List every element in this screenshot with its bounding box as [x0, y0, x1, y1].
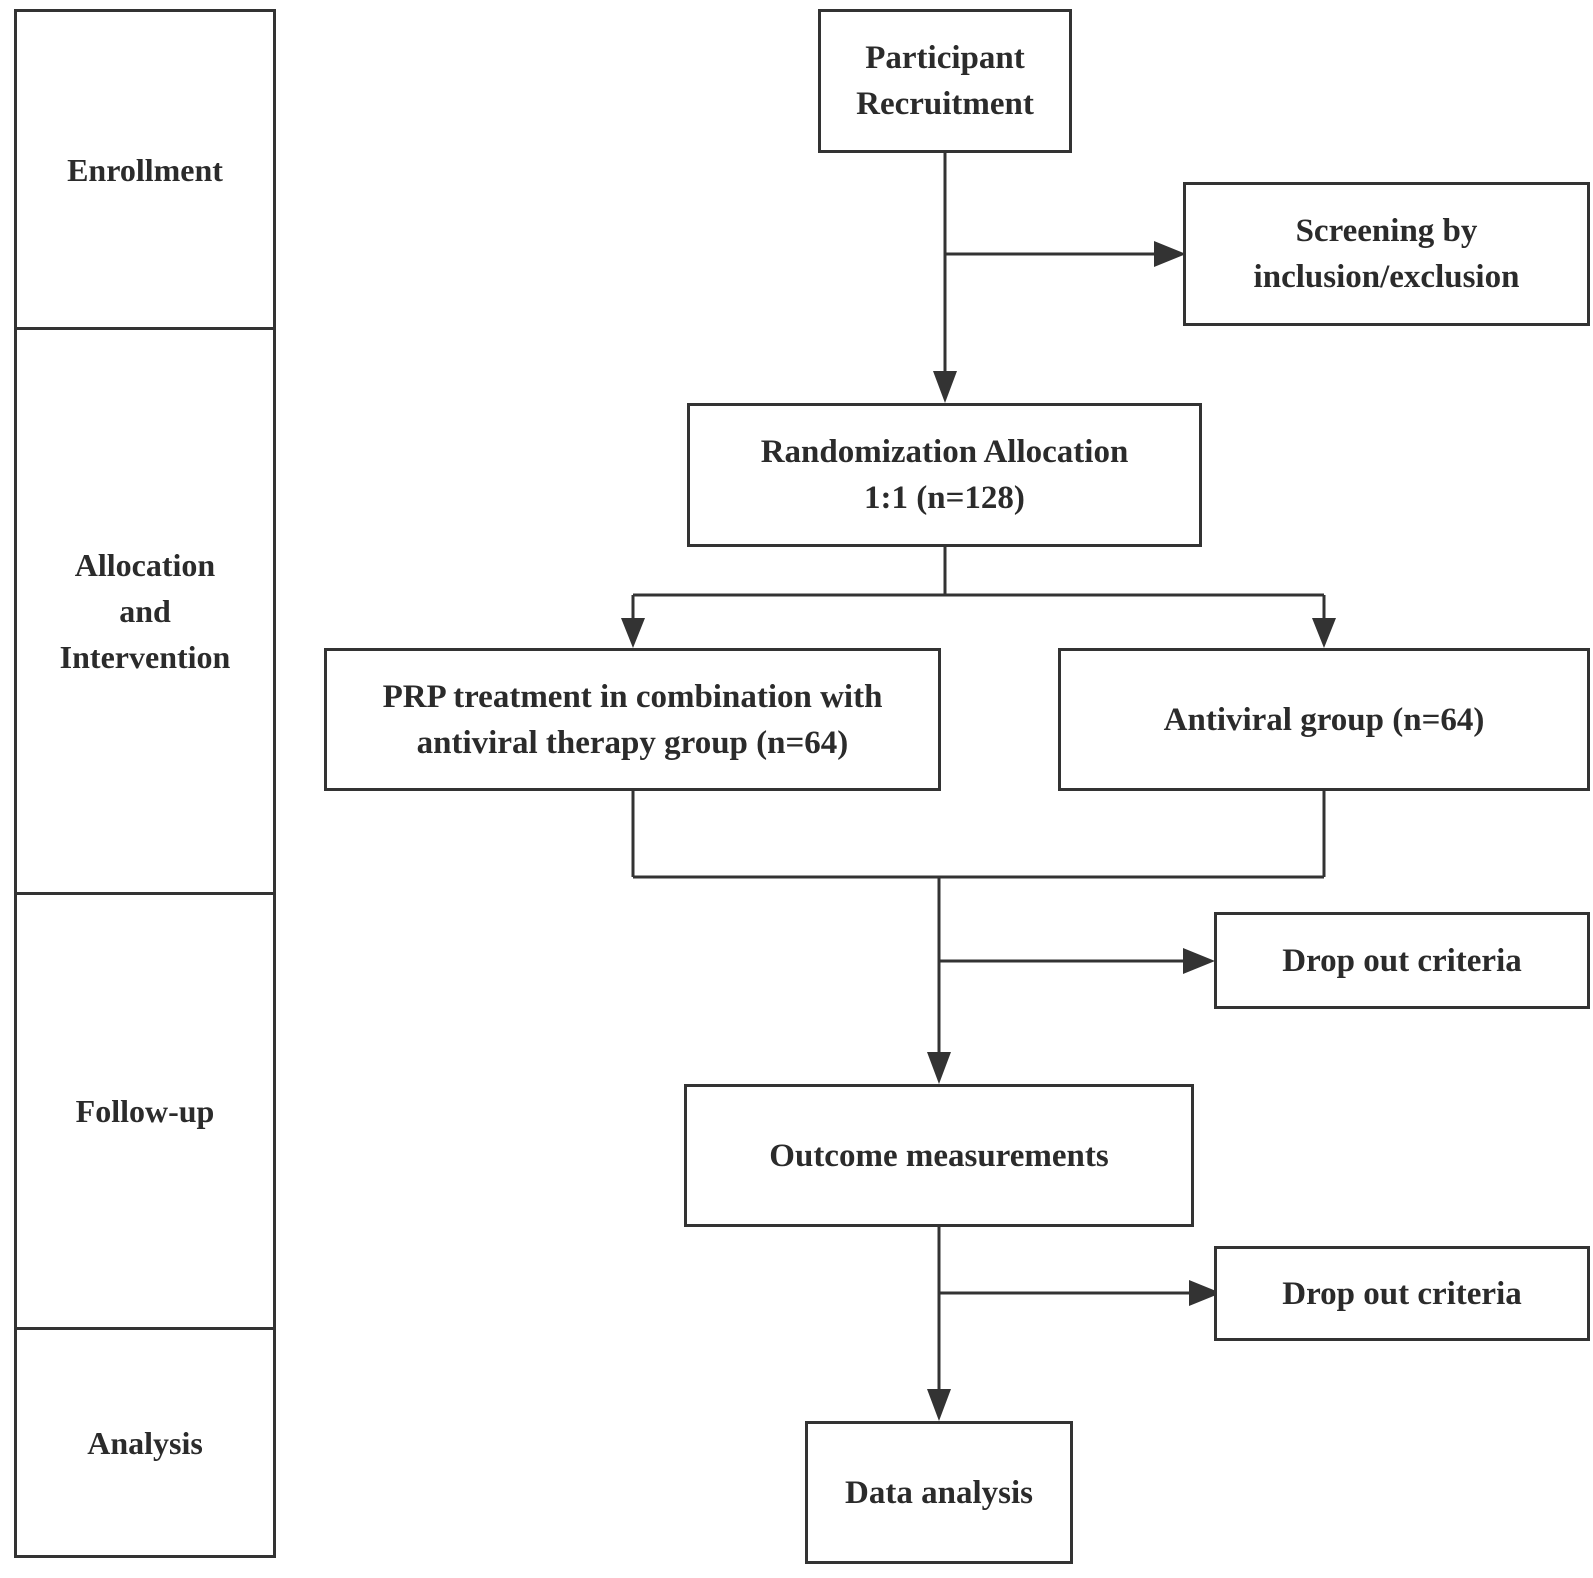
- arrow-to-prp: [621, 618, 645, 648]
- data-analysis-label: Data analysis: [845, 1474, 1033, 1511]
- prp-group-line1: PRP treatment in combination with: [382, 678, 883, 715]
- stage-follow-up-label: Follow-up: [75, 1093, 215, 1129]
- prp-group-label: PRP treatment in combination with antivi…: [383, 674, 883, 766]
- dropout-criteria-box-1: Drop out criteria: [1214, 912, 1590, 1009]
- randomization-line2: 1:1 (n=128): [864, 480, 1025, 516]
- stage-allocation-label: Allocation and Intervention: [60, 542, 231, 680]
- randomization-line1: Randomization Allocation: [760, 434, 1129, 470]
- participant-recruitment-box: Participant Recruitment: [818, 9, 1072, 153]
- stage-enrollment: Enrollment: [14, 9, 276, 330]
- participant-recruitment-label: Participant Recruitment: [856, 35, 1034, 127]
- antiviral-group-label: Antiviral group (n=64): [1163, 701, 1485, 738]
- recruitment-line2: Recruitment: [856, 86, 1034, 122]
- stage-allocation-line1: Allocation: [74, 547, 216, 583]
- stage-allocation-line2: and: [119, 593, 171, 629]
- recruitment-line1: Participant: [865, 40, 1025, 76]
- randomization-box: Randomization Allocation 1:1 (n=128): [687, 403, 1202, 547]
- prp-group-line2: antiviral therapy group (n=64): [416, 724, 849, 761]
- arrow-to-antiviral: [1312, 618, 1336, 648]
- outcome-measurements-label: Outcome measurements: [769, 1137, 1109, 1174]
- arrow-to-dropout-1: [1183, 948, 1215, 974]
- stage-enrollment-label: Enrollment: [67, 151, 223, 188]
- screening-box: Screening by inclusion/exclusion: [1183, 182, 1590, 326]
- prp-antiviral-group-box: PRP treatment in combination with antivi…: [324, 648, 941, 791]
- dropout-criteria-label-1: Drop out criteria: [1282, 942, 1522, 979]
- arrow-to-outcome: [927, 1052, 951, 1084]
- outcome-measurements-box: Outcome measurements: [684, 1084, 1194, 1227]
- stage-analysis-label: Analysis: [87, 1424, 203, 1461]
- screening-line1: Screening by: [1295, 213, 1478, 249]
- dropout-criteria-box-2: Drop out criteria: [1214, 1246, 1590, 1341]
- arrow-to-dropout-2: [1189, 1280, 1221, 1306]
- arrow-to-screening: [1154, 241, 1186, 267]
- arrow-to-data-analysis: [927, 1389, 951, 1421]
- stage-allocation-line3: Intervention: [59, 639, 231, 675]
- dropout-criteria-label-2: Drop out criteria: [1282, 1275, 1522, 1312]
- randomization-label: Randomization Allocation 1:1 (n=128): [761, 429, 1129, 521]
- antiviral-group-box: Antiviral group (n=64): [1058, 648, 1590, 791]
- screening-line2: inclusion/exclusion: [1253, 259, 1520, 295]
- stage-analysis: Analysis: [14, 1327, 276, 1558]
- arrow-to-randomization: [933, 371, 957, 403]
- data-analysis-box: Data analysis: [805, 1421, 1073, 1564]
- screening-label: Screening by inclusion/exclusion: [1254, 208, 1520, 300]
